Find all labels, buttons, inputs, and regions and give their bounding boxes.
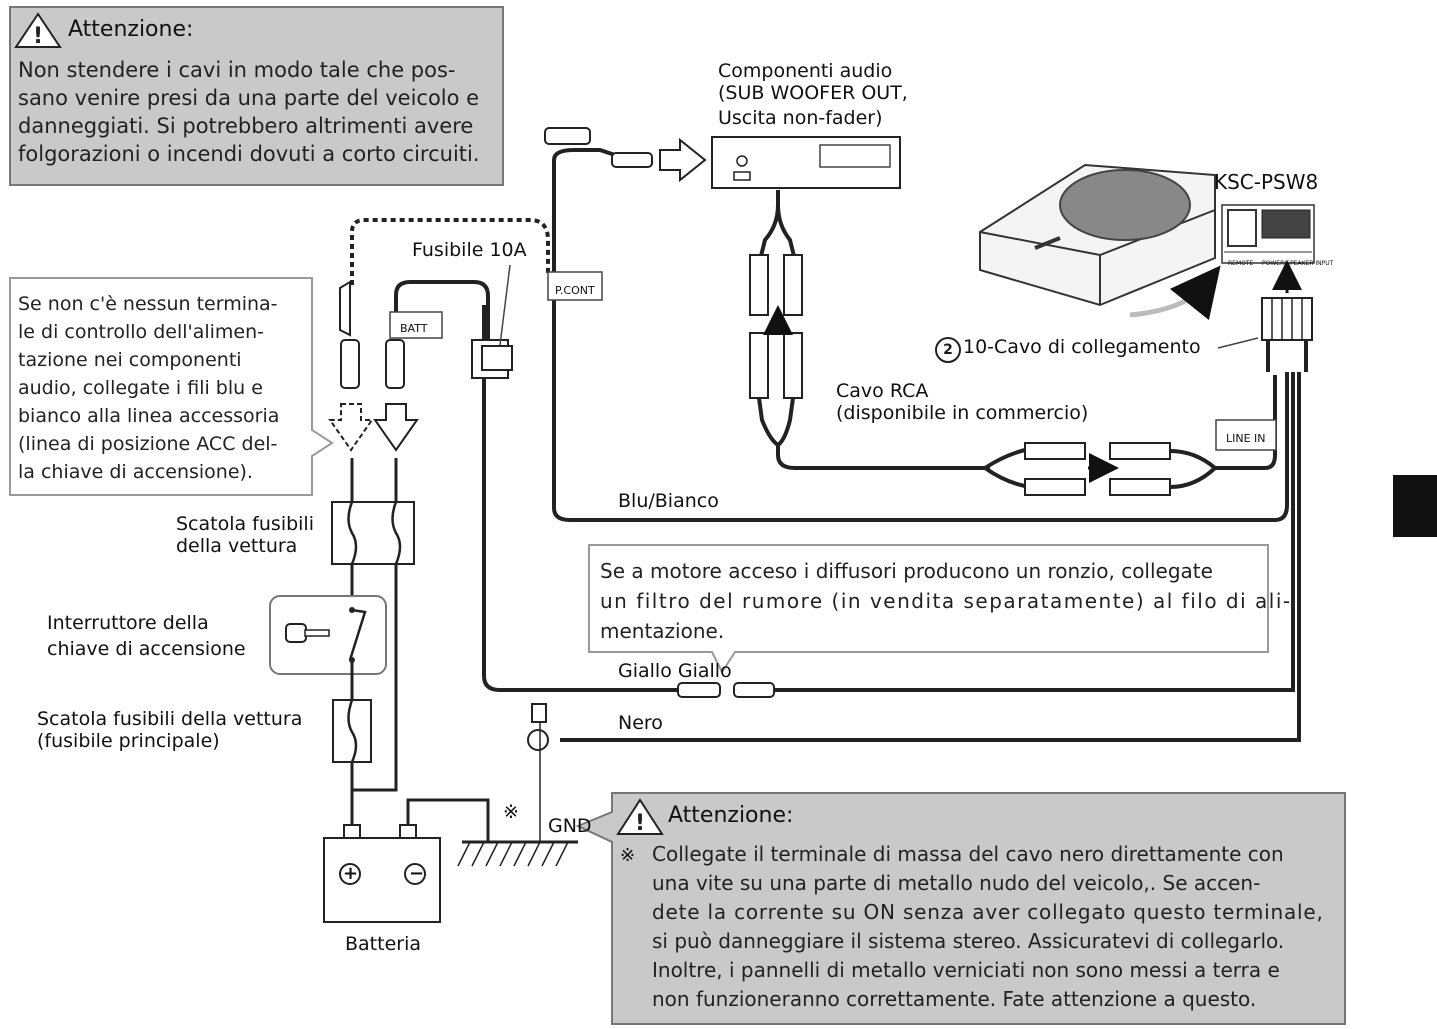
rca-cable-label-2: (disponibile in commercio) bbox=[836, 402, 1089, 424]
ground-symbol bbox=[457, 840, 578, 867]
warning-bottom-icon: ! bbox=[616, 798, 664, 836]
batt-label: BATT bbox=[400, 322, 428, 335]
note-noise-line: Se a motore acceso i diffusori producono… bbox=[600, 559, 1213, 583]
warning-top-icon: ! bbox=[14, 12, 62, 49]
yellow-label: Giallo Giallo bbox=[618, 660, 732, 682]
note-left-line: la chiave di accensione). bbox=[18, 461, 253, 483]
remote-tiny-label: REMOTE bbox=[1228, 260, 1254, 267]
blue-white-wire bbox=[552, 300, 1289, 522]
batt-wire bbox=[394, 280, 490, 340]
svg-text:!: ! bbox=[33, 24, 43, 49]
battery-icon bbox=[323, 798, 490, 923]
terminal-connectors bbox=[339, 280, 405, 389]
fuse-box-2-label-1: Scatola fusibili della vettura bbox=[37, 708, 303, 730]
svg-text:!: ! bbox=[635, 811, 645, 836]
battery-minus-label: − bbox=[409, 863, 425, 884]
warning-bottom-mark: ※ bbox=[620, 845, 636, 866]
battery-label: Batteria bbox=[345, 933, 421, 955]
note-left-line: (linea di posizione ACC del- bbox=[18, 433, 278, 455]
ten-pin-connector bbox=[1261, 297, 1313, 372]
fuse-box-1-label-2: della vettura bbox=[176, 535, 298, 557]
yellow-wire bbox=[482, 305, 680, 692]
ignition-label-1: Interruttore della bbox=[47, 612, 209, 634]
audio-component-label-3: Uscita non-fader) bbox=[718, 107, 883, 129]
line-in-tag bbox=[1215, 419, 1277, 451]
blue-white-label: Blu/Bianco bbox=[618, 490, 719, 512]
warning-bottom-line: una vite su una parte di metallo nudo de… bbox=[652, 871, 1261, 895]
main-fuse-box bbox=[332, 699, 372, 825]
note-left-line: le di controllo dell'alimen- bbox=[18, 321, 265, 343]
audio-component-unit bbox=[711, 136, 901, 189]
note-left-line: Se non c'è nessun termina- bbox=[18, 293, 278, 315]
warning-top-line: sano venire presi da una parte del veico… bbox=[18, 86, 480, 110]
audio-component-label-2: (SUB WOOFER OUT, bbox=[718, 82, 908, 104]
warning-bottom-line: Inoltre, i pannelli di metallo verniciat… bbox=[652, 958, 1280, 982]
pcont-upper-wire bbox=[552, 148, 631, 275]
pcont-connector bbox=[544, 127, 707, 183]
ignition-switch bbox=[269, 595, 387, 700]
warning-top-line: danneggiati. Si potrebbero altrimenti av… bbox=[18, 114, 474, 138]
ground-mark: ※ bbox=[503, 801, 519, 823]
batt-down-arrow bbox=[373, 403, 419, 452]
note-noise-line: un filtro del rumore (in vendita separat… bbox=[600, 589, 1292, 613]
note-noise-body: Se a motore acceso i diffusori producono… bbox=[600, 556, 1400, 646]
note-left-body: Se non c'è nessun termina- le di control… bbox=[18, 290, 310, 486]
battery-plus-label: + bbox=[343, 863, 359, 884]
batt-tag bbox=[389, 311, 443, 339]
pcont-label: P.CONT bbox=[555, 284, 595, 297]
acc-down-arrow bbox=[328, 403, 374, 452]
rca-cable-label-1: Cavo RCA bbox=[836, 380, 929, 402]
note-noise-box bbox=[588, 544, 1269, 675]
gnd-label: GND bbox=[548, 815, 592, 837]
warning-bottom-line: Collegate il terminale di massa del cavo… bbox=[652, 842, 1284, 866]
warning-bottom-line: non funzioneranno correttamente. Fate at… bbox=[652, 987, 1257, 1011]
warning-top-body: Non stendere i cavi in modo tale che pos… bbox=[18, 56, 500, 168]
cable-10-label: 10-Cavo di collegamento bbox=[963, 336, 1201, 358]
speaker-tiny-label: POWER/SPEAKER INPUT bbox=[1262, 260, 1334, 267]
warning-bottom-title: Attenzione: bbox=[668, 803, 794, 828]
black-label: Nero bbox=[618, 712, 663, 734]
note-left-box bbox=[9, 277, 334, 496]
warning-bottom-body: Collegate il terminale di massa del cavo… bbox=[652, 840, 1432, 1014]
fuse-leader bbox=[499, 264, 511, 346]
yellow-wire-connector bbox=[677, 682, 775, 698]
warning-top-line: Non stendere i cavi in modo tale che pos… bbox=[18, 58, 456, 82]
subwoofer-unit bbox=[979, 163, 1221, 321]
fuse-label: Fusibile 10A bbox=[412, 239, 527, 261]
yellow-wire-right bbox=[770, 372, 1295, 692]
audio-component-label-1: Componenti audio bbox=[718, 60, 893, 82]
fuse-box-1-label-1: Scatola fusibili bbox=[176, 513, 314, 535]
note-noise-line: mentazione. bbox=[600, 619, 725, 643]
pcont-tag bbox=[547, 271, 603, 301]
line-in-label: LINE IN bbox=[1226, 432, 1266, 445]
warning-bottom-line: dete la corrente su ON senza aver colleg… bbox=[652, 900, 1324, 924]
warning-bottom-box bbox=[575, 792, 1346, 1025]
warning-top-title: Attenzione: bbox=[68, 17, 194, 42]
note-left-line: audio, collegate i fili blu e bbox=[18, 377, 263, 399]
subwoofer-connector-panel bbox=[1221, 204, 1315, 264]
rca-cable-horizontal bbox=[983, 375, 1277, 496]
fuse-box-2-label-2: (fusibile principale) bbox=[37, 730, 220, 752]
warning-top-box bbox=[9, 6, 504, 186]
cable-10-number: 2 bbox=[935, 337, 961, 363]
note-left-line: tazione nei componenti bbox=[18, 349, 242, 371]
model-label: KSC-PSW8 bbox=[1214, 170, 1319, 194]
warning-bottom-line: si può danneggiare il sistema stereo. As… bbox=[652, 929, 1285, 953]
note-left-line: bianco alla linea accessoria bbox=[18, 405, 280, 427]
fuse-holder bbox=[471, 339, 513, 379]
black-wire bbox=[527, 372, 1301, 842]
warning-top-line: folgorazioni o incendi dovuti a corto ci… bbox=[18, 142, 480, 166]
pcont-dashed-wire bbox=[350, 218, 550, 285]
cable-10-leader bbox=[1217, 337, 1259, 349]
page-side-tab bbox=[1393, 475, 1437, 537]
rca-cable-upper bbox=[749, 190, 990, 470]
ignition-label-2: chiave di accensione bbox=[47, 638, 246, 660]
